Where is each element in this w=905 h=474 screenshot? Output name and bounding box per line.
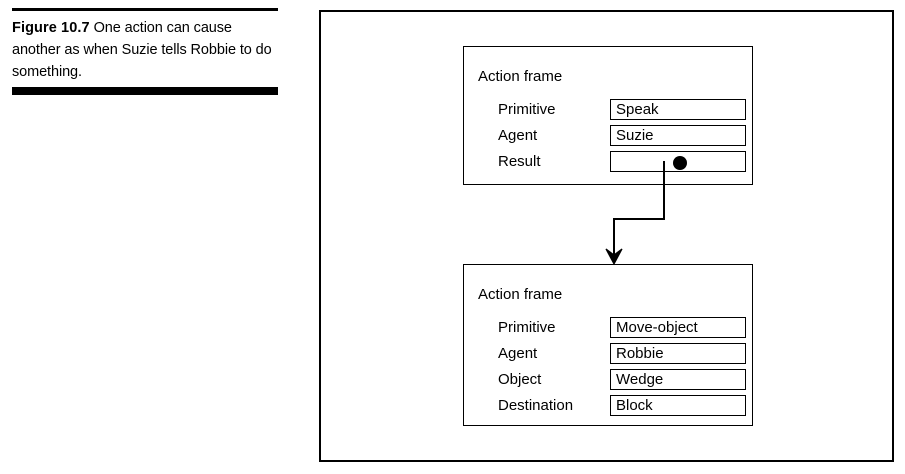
- slot-value-primitive-top: Speak: [616, 101, 659, 118]
- slot-label-agent-bottom: Agent: [498, 345, 538, 362]
- action-frame-bottom: Action frame Primitive Move-object Agent…: [463, 264, 753, 426]
- caption-figure-label: Figure 10.7: [12, 20, 90, 36]
- slot-label-result-top: Result: [498, 153, 541, 170]
- caption-text: Figure 10.7 One action can cause another…: [12, 17, 280, 83]
- slot-label-destination-bottom: Destination: [498, 397, 574, 414]
- slot-row-primitive-top: Primitive Speak: [498, 99, 746, 120]
- slot-value-box-result-top[interactable]: [610, 151, 746, 172]
- slot-value-object-bottom: Wedge: [616, 371, 664, 388]
- result-pointer-dot-icon: [673, 155, 687, 170]
- slot-value-box-agent-top[interactable]: Suzie: [610, 125, 746, 146]
- action-frame-bottom-title: Action frame: [478, 286, 563, 303]
- slot-row-agent-bottom: Agent Robbie: [498, 343, 746, 364]
- slot-value-agent-bottom: Robbie: [616, 345, 664, 362]
- slot-label-primitive-bottom: Primitive: [498, 319, 556, 336]
- slot-value-box-primitive-bottom[interactable]: Move-object: [610, 317, 746, 338]
- slot-row-agent-top: Agent Suzie: [498, 125, 746, 146]
- connector-arrowhead-icon: [605, 248, 623, 266]
- slot-row-result-top: Result: [498, 151, 746, 172]
- slot-value-destination-bottom: Block: [616, 397, 653, 414]
- slot-value-box-agent-bottom[interactable]: Robbie: [610, 343, 746, 364]
- figure-panel: Action frame Primitive Speak Agent Suzie…: [319, 10, 894, 462]
- caption-rule-top: [12, 8, 278, 11]
- slot-row-object-bottom: Object Wedge: [498, 369, 746, 390]
- action-frame-top: Action frame Primitive Speak Agent Suzie…: [463, 46, 753, 185]
- slot-row-destination-bottom: Destination Block: [498, 395, 746, 416]
- action-frame-top-title: Action frame: [478, 68, 563, 85]
- slot-value-agent-top: Suzie: [616, 127, 654, 144]
- slot-value-box-destination-bottom[interactable]: Block: [610, 395, 746, 416]
- slot-value-box-primitive-top[interactable]: Speak: [610, 99, 746, 120]
- slot-label-object-bottom: Object: [498, 371, 542, 388]
- slot-value-primitive-bottom: Move-object: [616, 319, 698, 336]
- caption-body: One action can cause another as when Suz…: [12, 20, 272, 80]
- slot-label-primitive-top: Primitive: [498, 101, 556, 118]
- slot-row-primitive-bottom: Primitive Move-object: [498, 317, 746, 338]
- slot-value-box-object-bottom[interactable]: Wedge: [610, 369, 746, 390]
- figure-caption-block: Figure 10.7 One action can cause another…: [12, 8, 280, 95]
- slot-label-agent-top: Agent: [498, 127, 538, 144]
- caption-rule-bottom: [12, 87, 278, 95]
